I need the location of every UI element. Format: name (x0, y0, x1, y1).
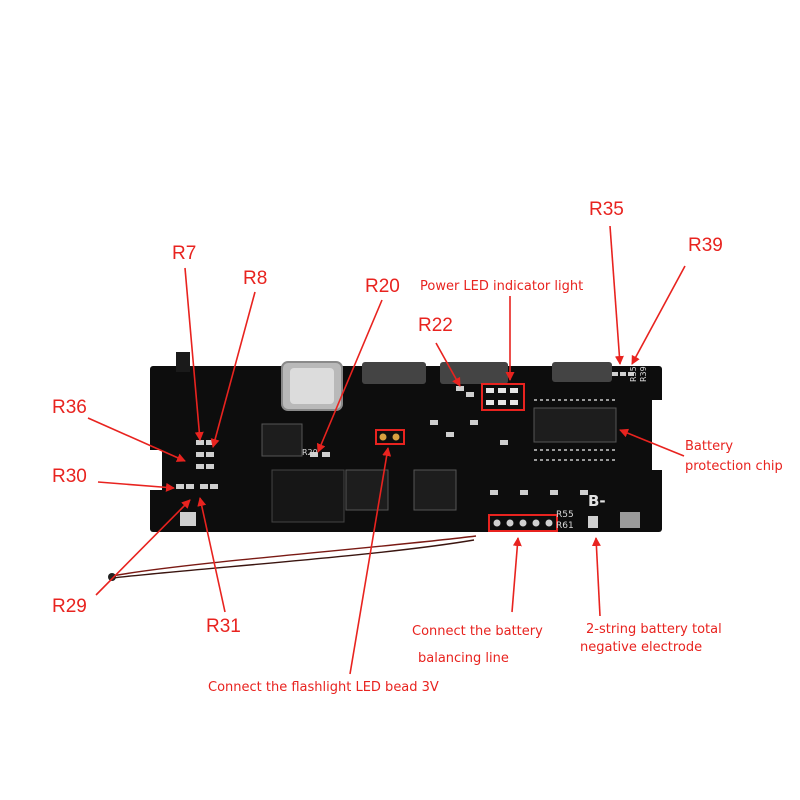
label-flashlight: Connect the flashlight LED bead 3V (208, 680, 439, 695)
silk-r55: R55 (556, 510, 574, 520)
battery-protection-chip (533, 407, 617, 443)
label-r35: R35 (589, 199, 624, 220)
silk-b-minus: B- (588, 492, 606, 510)
ic-charger (261, 423, 303, 457)
usb-port-2 (440, 362, 508, 384)
label-r39: R39 (688, 235, 723, 256)
label-r20: R20 (365, 276, 400, 297)
label-balancing-line2: balancing line (418, 651, 509, 666)
balancing-pads (493, 519, 553, 527)
ic-mosfet (413, 469, 457, 511)
silk-r20: R20 (302, 448, 318, 457)
label-balancing-line1: Connect the battery (412, 624, 543, 639)
micro-usb-port-1 (362, 362, 426, 384)
silk-r35: R35 (629, 366, 638, 382)
label-r8: R8 (243, 268, 268, 289)
label-negative-line2: negative electrode (580, 640, 703, 655)
b-minus-pad (588, 516, 598, 528)
label-power-led: Power LED indicator light (420, 279, 584, 294)
flashlight-led-pads (379, 433, 400, 441)
label-r36: R36 (52, 397, 87, 418)
annotation-arrows (87, 225, 686, 675)
silk-r61: R61 (556, 521, 574, 531)
led-wires (108, 535, 477, 581)
power-led-indicators (486, 388, 518, 405)
label-r22: R22 (418, 315, 453, 336)
led-highlight-box (481, 383, 525, 411)
inductor (271, 469, 345, 523)
label-battery-chip-line2: protection chip (685, 459, 783, 474)
pcb-board: R55 R61 B- R35 R39 R20 (150, 352, 662, 532)
b-minus-terminal (620, 512, 640, 528)
silk-r39: R39 (639, 366, 648, 382)
flashlight-highlight-box (375, 429, 405, 445)
label-r29: R29 (52, 596, 87, 617)
label-negative-line1: 2-string battery total (586, 622, 722, 637)
label-r30: R30 (52, 466, 87, 487)
label-r7: R7 (172, 243, 197, 264)
label-r31: R31 (206, 616, 241, 637)
usb-port-3 (552, 362, 612, 382)
label-battery-chip-line1: Battery (685, 439, 734, 454)
left-pad (180, 512, 196, 526)
slide-switch (176, 352, 190, 372)
balancing-highlight-box (488, 514, 558, 532)
